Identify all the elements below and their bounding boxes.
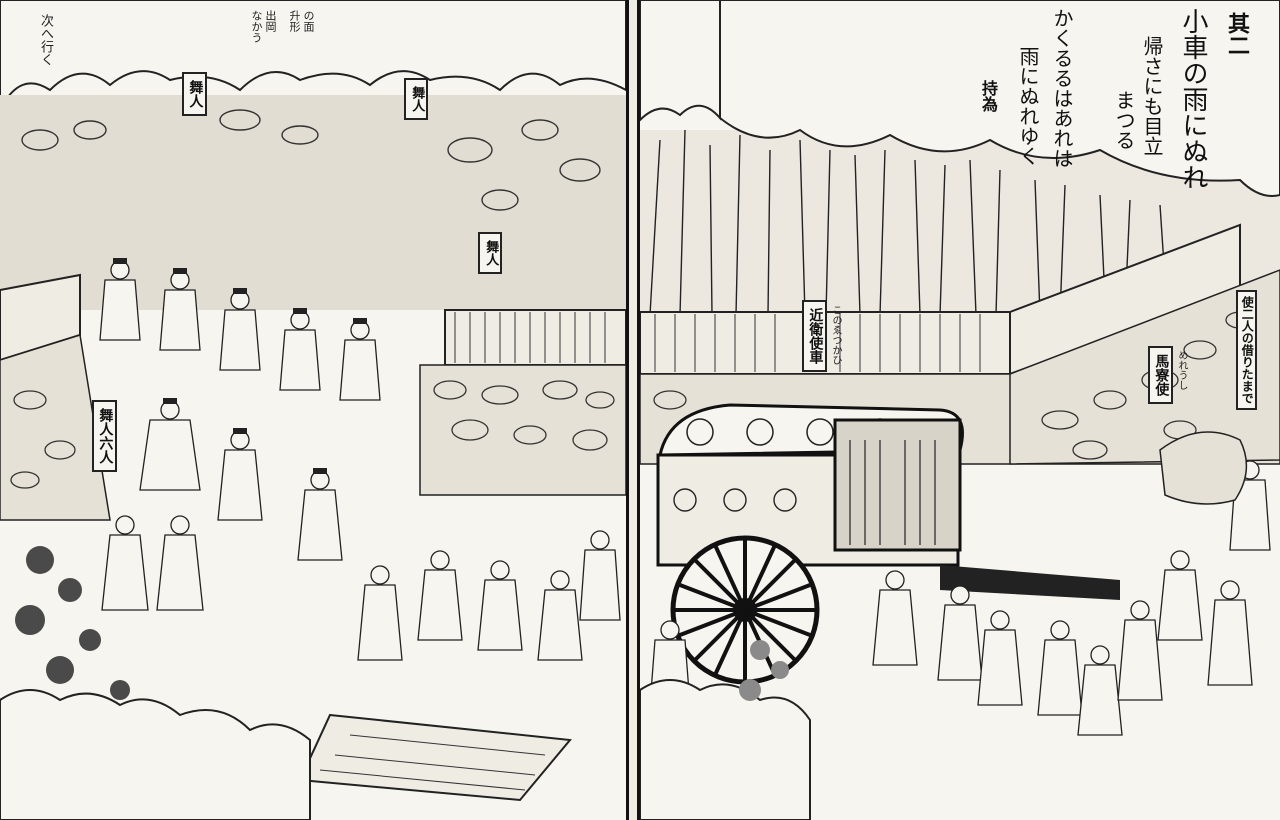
top-group-note-4: の面 [302,10,315,32]
book-gutter [626,0,640,820]
top-group-note-3: 升形 [288,10,301,32]
right-page: 其二 小車の雨にぬれ 帰さにも目立 まつる かくるるはあれは 雨にぬれゆく 持為… [640,0,1280,820]
poem-signature: 持為 [979,80,998,112]
edge-note: 次へ行く [38,14,53,66]
poem-line-5: 雨にぬれゆく [1016,46,1040,166]
poem-line-2: 帰さにも目立 [1140,36,1164,156]
poem-line-4: かくるるはあれは [1050,8,1074,168]
label-maibito-right: 舞人 [404,78,429,120]
label-maibito-mid: 舞人 [478,232,503,274]
label-attendants: 使二人の借りたまで [1236,290,1258,410]
poem-line-1: 小車の雨にぬれ [1178,8,1208,190]
left-illustration [0,0,626,820]
label-maibito-top: 舞人 [182,72,208,116]
carriage-gloss: このゑつかひ [830,305,841,365]
horse-gloss: めれうし [1176,350,1187,390]
right-illustration [640,0,1280,820]
left-page: 次へ行く 出岡 なかう 升形 の面 舞人 舞人 舞人 舞人六人 [0,0,626,820]
poem-line-3: まつる [1112,90,1136,150]
label-attendants-line-1: 使二人の [1240,296,1255,344]
label-horse-envoy: 馬寮使 [1148,346,1174,404]
label-carriage: 近衛使車 [802,300,828,372]
label-attendants-line-2: 借りたまで [1240,344,1255,404]
plate-number: 其二 [1224,12,1250,56]
top-group-note-2: なかう [250,10,263,43]
top-group-note-1: 出岡 [264,10,277,32]
label-maibito-six: 舞人六人 [92,400,118,472]
